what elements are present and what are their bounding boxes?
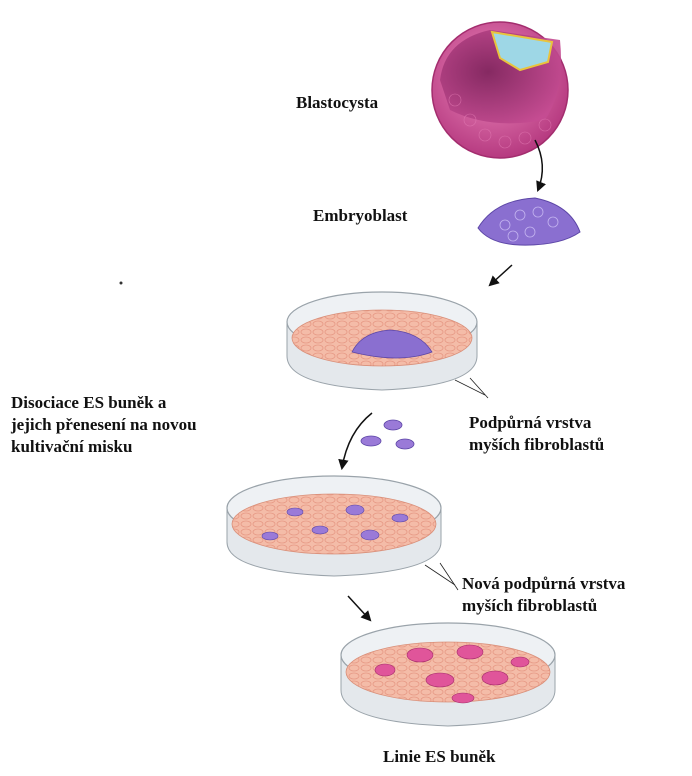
dissociated-cells: [361, 420, 414, 449]
label-es-line: Linie ES buněk: [383, 746, 495, 768]
culture-dish-2: [227, 476, 458, 590]
label-new-feeder-layer: Nová podpůrná vrstva myších fibroblastů: [462, 573, 625, 617]
blastocyst: [432, 22, 568, 158]
culture-dish-1: [287, 292, 488, 398]
arrow-4: [348, 596, 370, 620]
speck: [120, 282, 123, 285]
culture-dish-3: [341, 623, 555, 726]
arrow-2: [490, 265, 512, 285]
label-feeder-layer: Podpůrná vrstva myších fibroblastů: [469, 412, 604, 456]
embryoblast: [478, 198, 580, 245]
label-dissociation: Disociace ES buněk a jejich přenesení na…: [11, 392, 197, 458]
label-blastocyst: Blastocysta: [296, 92, 378, 114]
label-embryoblast: Embryoblast: [313, 205, 407, 227]
